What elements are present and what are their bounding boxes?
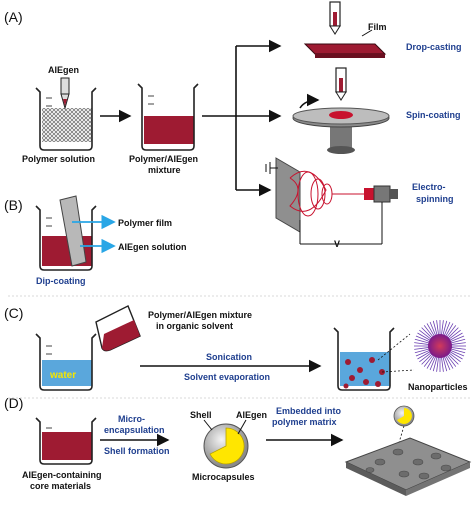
- polymer-matrix-icon: [344, 405, 472, 496]
- corona-ray: [421, 327, 434, 340]
- core-materials-label-line1: AIEgen-containing: [22, 470, 102, 480]
- corona-ray: [446, 327, 459, 340]
- water-beaker: [35, 333, 97, 391]
- water-label: water: [49, 370, 76, 381]
- corona-ray: [445, 325, 457, 339]
- corona-ray: [436, 355, 440, 372]
- corona-ray: [443, 321, 451, 337]
- corona-ray: [449, 338, 466, 344]
- panel-label-a: (A): [4, 9, 23, 25]
- dip-coating-label: Dip-coating: [36, 276, 86, 286]
- corona-ray: [423, 325, 435, 339]
- corona-ray: [440, 355, 444, 372]
- film-label: Film: [368, 22, 387, 32]
- micro-encapsulation-label-line2: encapsulation: [104, 425, 165, 435]
- sonication-label: Sonication: [206, 352, 252, 362]
- embedded-label-line2: polymer matrix: [272, 417, 337, 427]
- corona-ray: [440, 320, 444, 337]
- corona-ray: [442, 355, 448, 372]
- corona-ray: [429, 321, 437, 337]
- panel-label-c: (C): [4, 305, 23, 321]
- organic-mixture-label-line2: in organic solvent: [156, 321, 233, 331]
- voltage-label: V: [334, 239, 340, 249]
- drop-casting-setup: [303, 1, 387, 58]
- embedded-label-line1: Embedded into: [276, 406, 342, 416]
- corona-ray: [443, 355, 451, 371]
- corona-ray: [415, 335, 431, 343]
- corona-ray: [436, 320, 440, 337]
- organic-mixture-label-line1: Polymer/AIEgen mixture: [148, 310, 252, 320]
- mixture-label-line1: Polymer/AIEgen: [129, 154, 198, 164]
- corona-ray: [414, 346, 431, 350]
- corona-ray: [432, 355, 438, 372]
- solvent-evaporation-label: Solvent evaporation: [184, 372, 270, 382]
- corona-ray: [449, 335, 465, 343]
- spin-coating-setup: [292, 67, 390, 154]
- microcapsules-label: Microcapsules: [192, 472, 255, 482]
- spin-coating-label: Spin-coating: [406, 110, 461, 120]
- electrospinning-label-line2: spinning: [416, 194, 454, 204]
- dip-coating-beaker: [35, 195, 97, 271]
- corona-ray: [446, 352, 459, 365]
- corona-ray: [449, 348, 466, 354]
- nanoparticle-beaker: [333, 327, 395, 391]
- corona-ray: [447, 329, 461, 341]
- corona-ray: [419, 329, 433, 341]
- corona-ray: [448, 350, 463, 360]
- corona-ray: [447, 351, 461, 363]
- corona-ray: [419, 351, 433, 363]
- shell-label: Shell: [190, 410, 212, 420]
- core-material-beaker: [35, 417, 97, 465]
- corona-ray: [417, 350, 432, 360]
- corona-ray: [414, 338, 431, 344]
- capsule-aiegen-label: AIEgen: [236, 410, 267, 420]
- electrospinning-setup: [265, 157, 398, 245]
- panel-label-b: (B): [4, 197, 23, 213]
- polymer-solution-label: Polymer solution: [22, 154, 95, 164]
- nanoparticles-label: Nanoparticles: [408, 382, 468, 392]
- corona-ray: [417, 332, 432, 342]
- corona-ray: [414, 348, 431, 354]
- corona-ray: [444, 354, 454, 369]
- electrospinning-label-line1: Electro-: [412, 182, 446, 192]
- corona-ray: [449, 342, 466, 346]
- microcapsule-icon: [203, 419, 249, 469]
- panel-label-d: (D): [4, 395, 23, 411]
- shell-formation-label: Shell formation: [104, 446, 170, 456]
- aiegen-label: AIEgen: [48, 65, 79, 75]
- drop-casting-label: Drop-casting: [406, 42, 462, 52]
- corona-ray: [423, 353, 435, 367]
- corona-ray: [415, 349, 431, 357]
- micro-encapsulation-label-line1: Micro-: [118, 414, 145, 424]
- polymer-solution-beaker: [35, 87, 97, 151]
- corona-ray: [432, 320, 438, 337]
- corona-ray: [442, 320, 448, 337]
- corona-ray: [449, 349, 465, 357]
- core-materials-label-line2: core materials: [30, 481, 91, 491]
- corona-ray: [445, 353, 457, 367]
- corona-ray: [414, 342, 431, 346]
- corona-ray: [426, 323, 436, 338]
- aiegen-solution-label: AIEgen solution: [118, 242, 187, 252]
- corona-ray: [449, 346, 466, 350]
- mixture-label-line2: mixture: [148, 165, 181, 175]
- pipette-icon: [60, 77, 70, 110]
- pouring-beaker: [95, 305, 141, 352]
- corona-ray: [444, 323, 454, 338]
- polymer-film-label: Polymer film: [118, 218, 172, 228]
- corona-ray: [429, 355, 437, 371]
- corona-ray: [448, 332, 463, 342]
- corona-ray: [426, 354, 436, 369]
- mixture-beaker: [137, 83, 199, 151]
- corona-ray: [421, 352, 434, 365]
- nanoparticle-icon: [414, 320, 466, 372]
